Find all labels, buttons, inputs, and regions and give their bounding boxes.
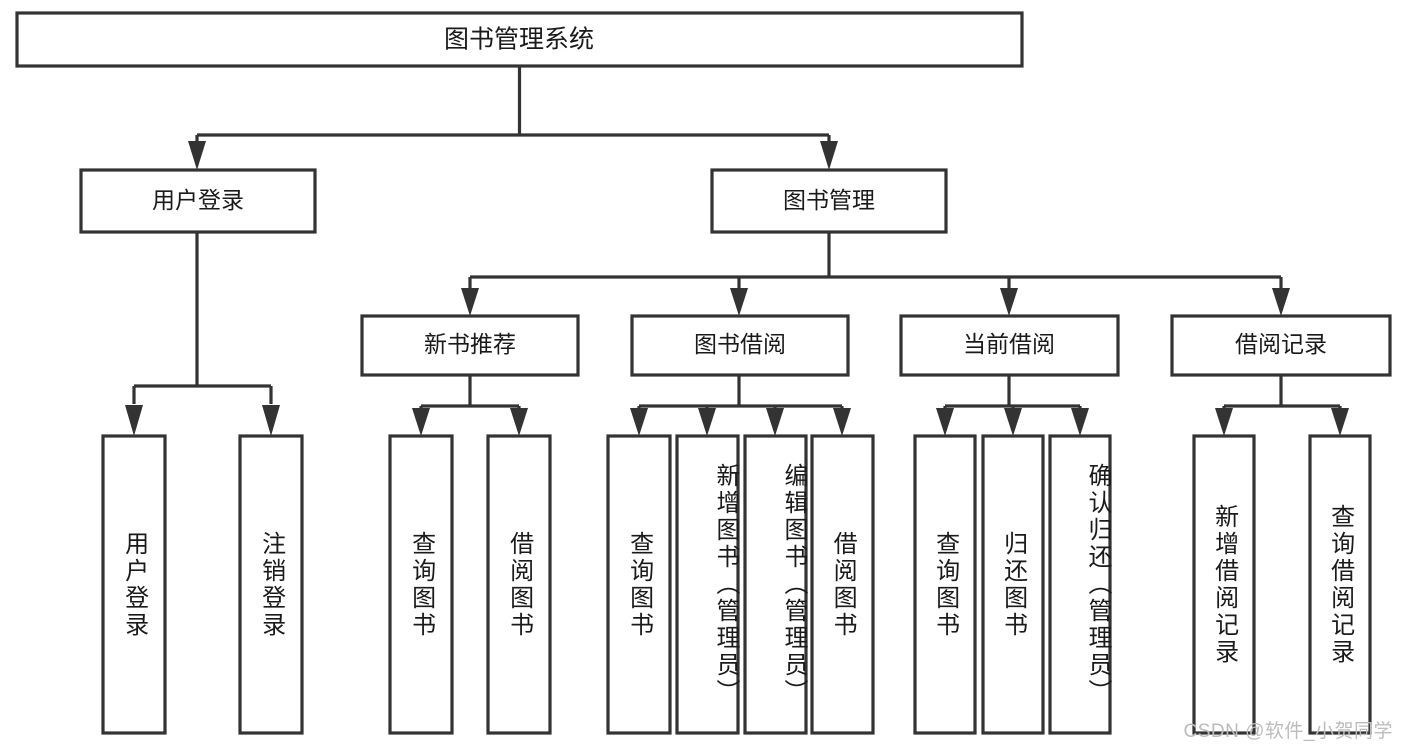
leaf-box-query-book-2[interactable] [606, 434, 672, 735]
leaf-boxes [101, 434, 1372, 735]
node-new-book-recommend[interactable]: 新书推荐 [360, 314, 580, 377]
connector-group-user-login [125, 232, 280, 436]
arrow-cb-leaf-3 [1071, 408, 1089, 436]
arrow-bm-to-current-borrow [1000, 288, 1018, 316]
watermark-text: CSDN @软件_小贺同学 [1183, 721, 1393, 742]
leaf-box-borrow-book-1[interactable] [486, 434, 552, 735]
node-user-login-box[interactable] [79, 168, 317, 234]
arrow-cb-leaf-1 [936, 408, 954, 436]
leaf-box-query-record[interactable] [1308, 434, 1372, 735]
arrow-bm-to-book-borrow [730, 288, 748, 316]
arrow-cb-leaf-2 [1004, 408, 1022, 436]
arrow-nbr-leaf-2 [510, 408, 528, 436]
leaf-box-add-record[interactable] [1192, 434, 1256, 735]
leaf-box-edit-book[interactable] [743, 434, 808, 735]
leaf-box-query-book-3[interactable] [913, 434, 977, 735]
node-book-borrow-label: 图书借阅 [694, 331, 786, 357]
node-book-manage-box[interactable] [710, 168, 948, 234]
connector-group-new-book-recommend [412, 375, 528, 436]
node-borrow-record-box[interactable] [1170, 314, 1392, 377]
arrow-bb-leaf-1 [630, 408, 648, 436]
arrow-root-to-user-login [188, 141, 206, 170]
node-current-borrow-box[interactable] [899, 314, 1120, 377]
node-book-manage[interactable]: 图书管理 [710, 168, 948, 234]
arrow-bb-leaf-2 [698, 408, 716, 436]
node-root[interactable]: 图书管理系统 [15, 11, 1024, 68]
arrow-bb-leaf-4 [833, 408, 851, 436]
connector-group-root [188, 66, 838, 170]
leaf-box-add-book[interactable] [675, 434, 740, 735]
node-book-borrow[interactable]: 图书借阅 [630, 314, 850, 377]
node-root-label: 图书管理系统 [444, 26, 594, 54]
arrow-bb-leaf-3 [766, 408, 784, 436]
connector-group-borrow-record [1215, 375, 1349, 436]
node-book-borrow-box[interactable] [630, 314, 850, 377]
arrow-bm-to-new-book-recommend [461, 288, 479, 316]
node-borrow-record-label: 借阅记录 [1235, 331, 1327, 357]
node-current-borrow[interactable]: 当前借阅 [899, 314, 1120, 377]
arrow-nbr-leaf-1 [412, 408, 430, 436]
arrow-user-login-leaf-2 [262, 405, 280, 436]
node-root-box[interactable] [15, 11, 1024, 68]
leaf-box-confirm-return[interactable] [1048, 434, 1112, 735]
node-book-manage-label: 图书管理 [783, 187, 875, 213]
leaf-box-borrow-book-2[interactable] [810, 434, 875, 735]
node-user-login[interactable]: 用户登录 [79, 168, 317, 234]
arrow-user-login-leaf-1 [125, 405, 143, 436]
connector-group-book-borrow [630, 375, 851, 436]
arrow-br-leaf-1 [1215, 408, 1233, 436]
node-new-book-recommend-label: 新书推荐 [424, 331, 516, 357]
connector-group-current-borrow [936, 375, 1089, 436]
node-user-login-label: 用户登录 [152, 187, 244, 213]
node-current-borrow-label: 当前借阅 [963, 331, 1055, 357]
arrow-bm-to-borrow-record [1272, 288, 1290, 316]
node-new-book-recommend-box[interactable] [360, 314, 580, 377]
arrow-root-to-book-manage [820, 141, 838, 170]
leaf-box-user-login[interactable] [101, 434, 167, 735]
leaf-box-return-book[interactable] [981, 434, 1045, 735]
arrow-br-leaf-2 [1331, 408, 1349, 436]
leaf-box-query-book-1[interactable] [388, 434, 454, 735]
node-borrow-record[interactable]: 借阅记录 [1170, 314, 1392, 377]
leaf-box-user-logout[interactable] [238, 434, 304, 735]
connector-group-book-manage [461, 232, 1290, 316]
